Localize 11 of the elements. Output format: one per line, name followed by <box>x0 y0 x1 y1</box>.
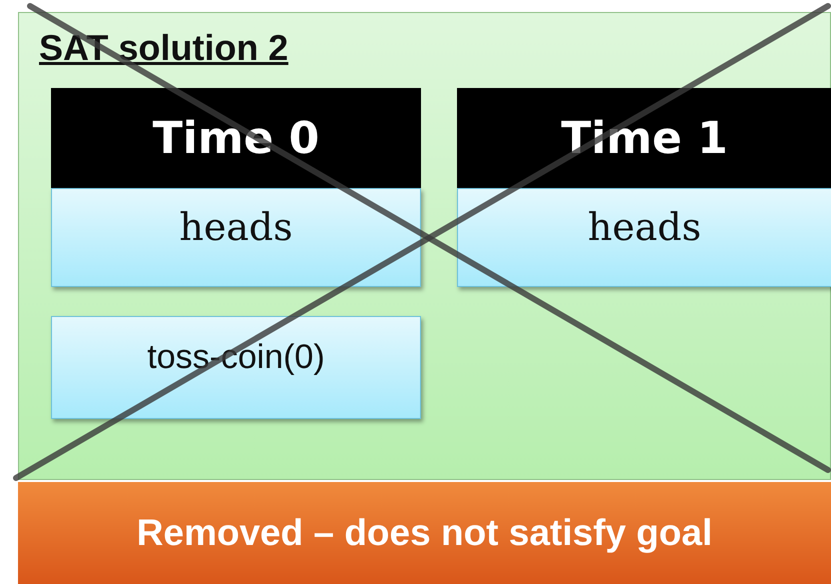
status-banner <box>18 482 831 584</box>
time-header <box>51 88 421 188</box>
time-label: Time 1 <box>561 112 728 164</box>
status-text: Removed – does not satisfy goal <box>136 512 712 554</box>
time-header <box>457 88 831 188</box>
time-label: Time 0 <box>152 112 320 164</box>
box-label: heads <box>588 204 702 248</box>
fact-box <box>457 188 831 287</box>
box-label: heads <box>179 204 293 248</box>
fact-box <box>51 188 421 287</box>
panel-title: SAT solution 2 <box>39 27 288 69</box>
